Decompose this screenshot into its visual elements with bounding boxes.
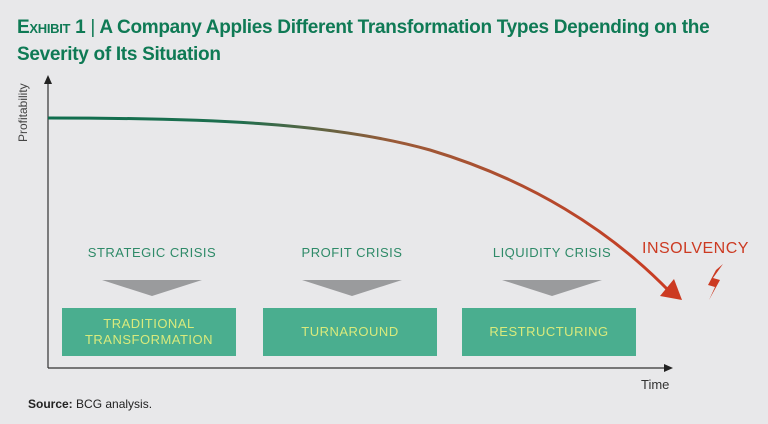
exhibit-title: Exhibit 1 | A Company Applies Different … (17, 14, 757, 68)
y-axis-arrow-icon (44, 75, 52, 84)
exhibit-number: Exhibit 1 (17, 17, 86, 38)
x-axis-label: Time (641, 377, 670, 392)
triangle-profit (302, 280, 402, 296)
x-axis-arrow-icon (664, 364, 673, 372)
box-restructuring: RESTRUCTURING (462, 308, 636, 356)
insolvency-label: INSOLVENCY (642, 240, 749, 257)
box-turnaround: TURNAROUND (263, 308, 437, 356)
curve-arrowhead-icon (660, 279, 682, 300)
source-text: BCG analysis. (76, 397, 153, 411)
profitability-curve (47, 116, 672, 294)
title-separator: | (90, 17, 96, 38)
source-label: Source: (28, 397, 73, 411)
crisis-label-profit: PROFIT CRISIS (301, 245, 403, 260)
y-axis-label: Profitability (16, 83, 30, 142)
box-traditional-transformation: TRADITIONAL TRANSFORMATION (62, 308, 236, 356)
lightning-icon (708, 264, 723, 300)
title-text: A Company Applies Different Transformati… (17, 17, 710, 65)
triangle-liquidity (502, 280, 602, 296)
crisis-label-liquidity: LIQUIDITY CRISIS (492, 245, 612, 260)
triangle-strategic (102, 280, 202, 296)
source-note: Source: BCG analysis. (28, 397, 152, 411)
crisis-label-strategic: STRATEGIC CRISIS (87, 245, 217, 260)
